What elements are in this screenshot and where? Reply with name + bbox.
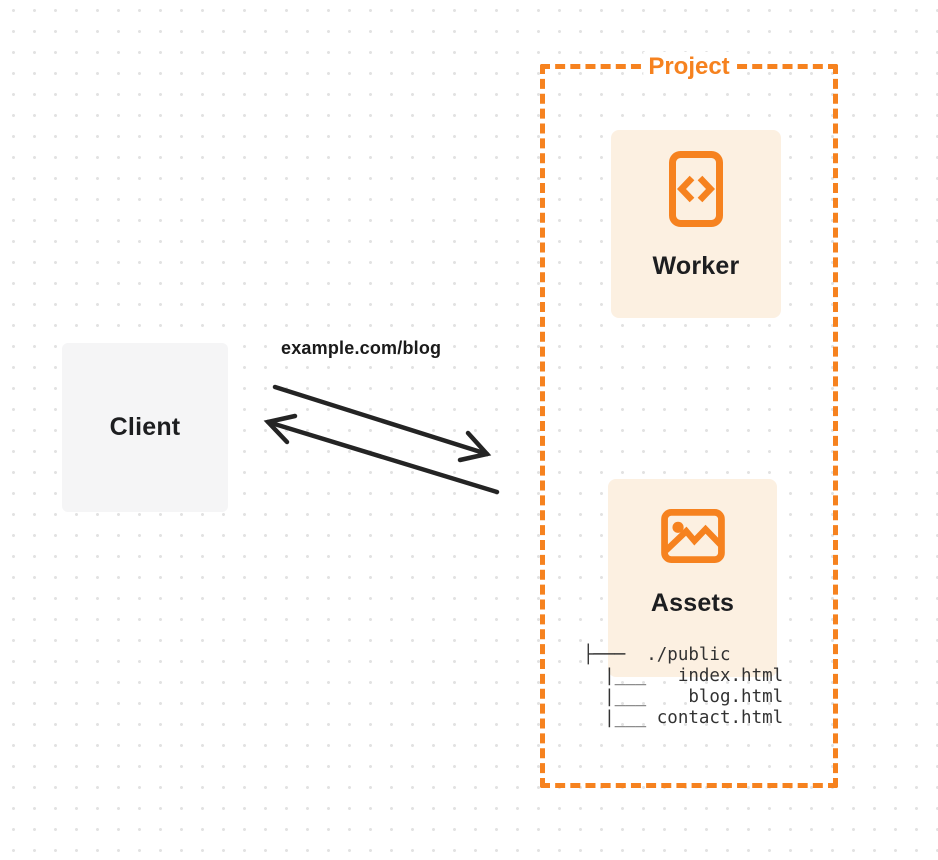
image-icon xyxy=(660,509,725,563)
client-label: Client xyxy=(109,413,181,441)
assets-label: Assets xyxy=(650,589,735,617)
project-label: Project xyxy=(643,52,735,82)
worker-label: Worker xyxy=(652,252,740,280)
project-boundary: Project Worker Assets ├─── ./public |___… xyxy=(540,52,838,788)
worker-card: Worker xyxy=(611,130,781,318)
response-arrow xyxy=(263,413,500,495)
code-file-icon xyxy=(669,151,723,227)
request-url-label: example.com/blog xyxy=(281,338,442,358)
assets-card: Assets xyxy=(608,479,777,677)
request-arrow xyxy=(272,384,492,463)
assets-file-tree: ├─── ./public |___ index.html |___ blog.… xyxy=(583,645,784,728)
client-box: Client xyxy=(62,343,228,512)
